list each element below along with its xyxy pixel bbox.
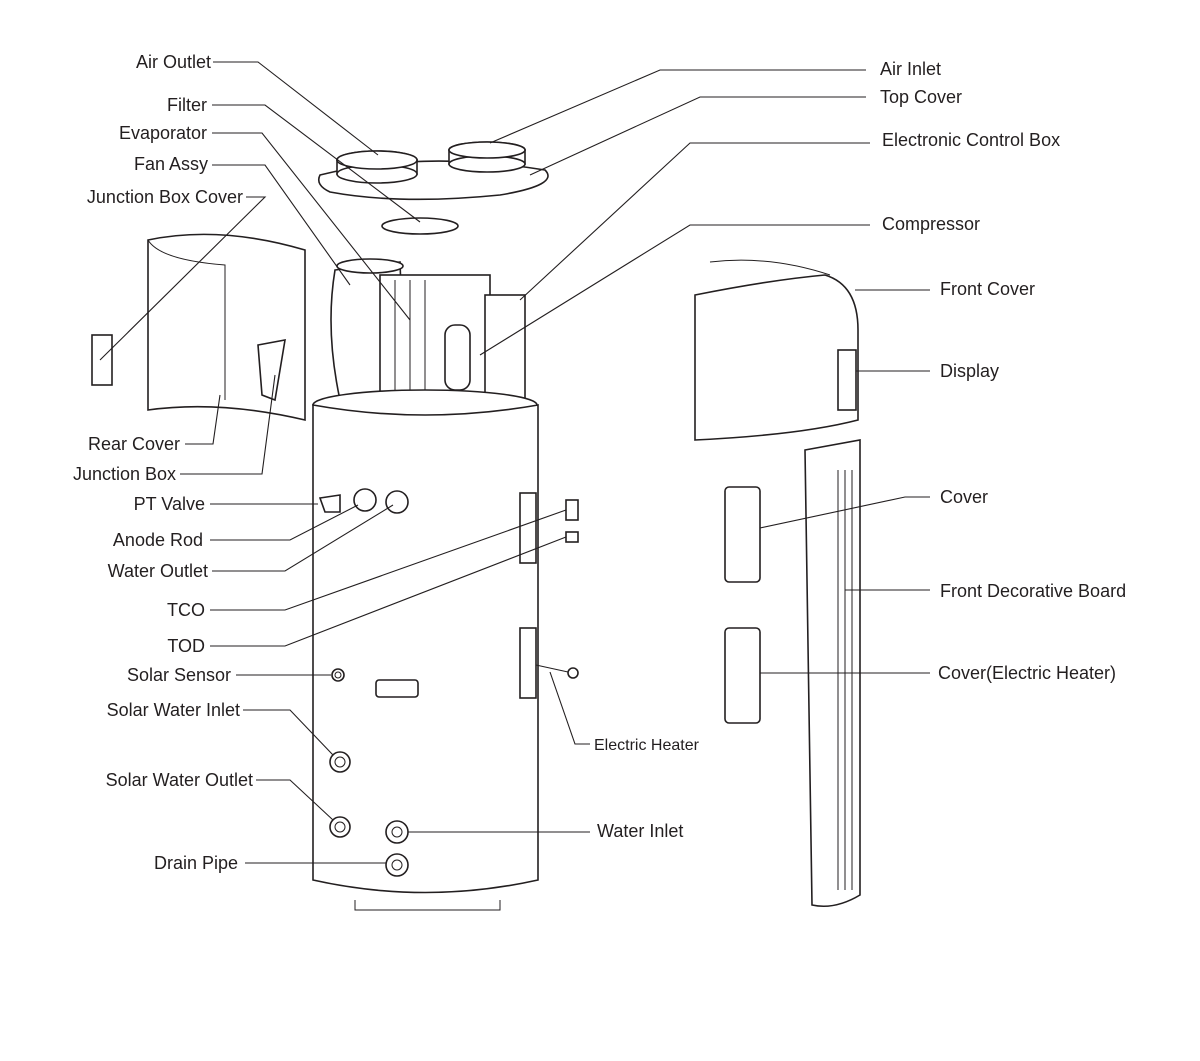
label-tco: TCO [167, 600, 205, 620]
label-fan-assy: Fan Assy [134, 154, 208, 174]
labels-right: Air Inlet Top Cover Electronic Control B… [594, 59, 1126, 841]
label-solar-water-outlet: Solar Water Outlet [106, 770, 253, 790]
water-tank-part [312, 389, 579, 911]
label-electric-heater: Electric Heater [594, 737, 700, 754]
side-covers-part [724, 486, 761, 724]
label-water-inlet: Water Inlet [597, 821, 683, 841]
label-air-inlet: Air Inlet [880, 59, 941, 79]
label-junction-box: Junction Box [73, 464, 176, 484]
label-drain-pipe: Drain Pipe [154, 853, 238, 873]
label-top-cover: Top Cover [880, 87, 962, 107]
label-rear-cover: Rear Cover [88, 434, 180, 454]
label-tod: TOD [167, 636, 205, 656]
leader-lines [99, 61, 930, 864]
label-filter: Filter [167, 95, 207, 115]
label-solar-water-inlet: Solar Water Inlet [107, 700, 240, 720]
filter-part [381, 217, 459, 235]
label-evaporator: Evaporator [119, 123, 207, 143]
label-anode-rod: Anode Rod [113, 530, 203, 550]
label-cover-electric-heater: Cover(Electric Heater) [938, 663, 1116, 683]
label-compressor: Compressor [882, 214, 980, 234]
label-junction-box-cover: Junction Box Cover [87, 187, 243, 207]
label-water-outlet: Water Outlet [108, 561, 208, 581]
label-solar-sensor: Solar Sensor [127, 665, 231, 685]
label-electronic-control-box: Electronic Control Box [882, 130, 1060, 150]
label-air-outlet: Air Outlet [136, 52, 211, 72]
labels-left: Air Outlet Filter Evaporator Fan Assy Ju… [73, 52, 253, 873]
label-pt-valve: PT Valve [134, 494, 205, 514]
label-front-decorative-board: Front Decorative Board [940, 581, 1126, 601]
rear-cover-part [91, 233, 306, 422]
fan-evaporator-assembly [330, 258, 526, 406]
front-cover-part [694, 259, 859, 441]
top-cover-part [317, 141, 549, 201]
label-front-cover: Front Cover [940, 279, 1035, 299]
label-cover: Cover [940, 487, 988, 507]
label-display: Display [940, 361, 999, 381]
